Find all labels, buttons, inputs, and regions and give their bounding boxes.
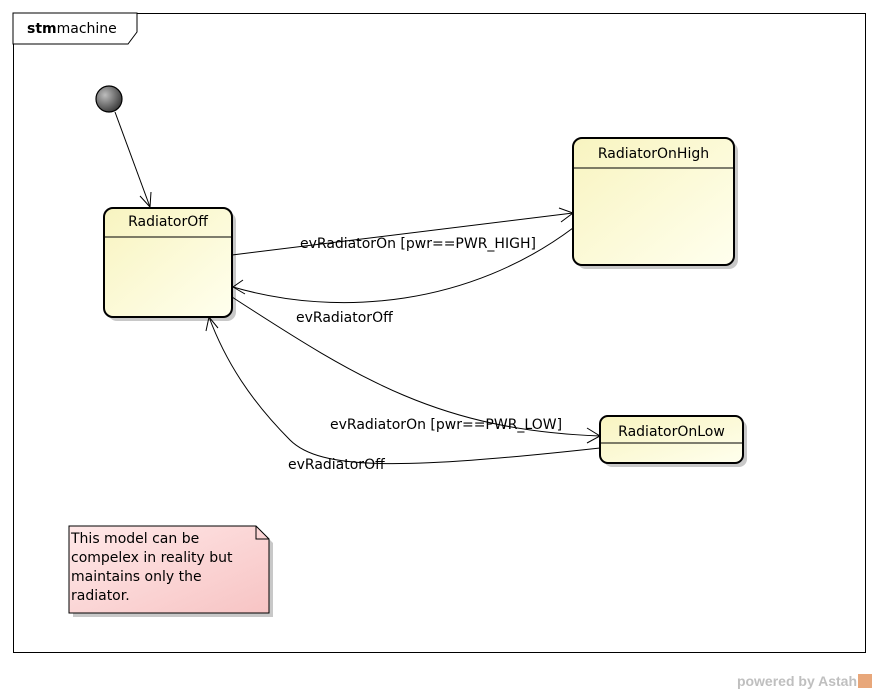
transition-label-off-to-high: evRadiatorOn [pwr==PWR_HIGH] bbox=[300, 236, 536, 252]
note-text: This model can be compelex in reality bu… bbox=[71, 530, 261, 606]
state-radiator-on-low[interactable] bbox=[599, 415, 744, 464]
transition-off-to-low-arrowhead bbox=[586, 427, 602, 444]
transition-off-to-high[interactable] bbox=[231, 212, 574, 256]
transition-off-to-low[interactable] bbox=[231, 296, 601, 437]
transition-label-low-to-off: evRadiatorOff bbox=[288, 457, 385, 473]
initial-transition[interactable] bbox=[114, 111, 151, 208]
note-line: radiator. bbox=[71, 588, 130, 604]
transition-high-to-off-arrowhead bbox=[232, 279, 246, 295]
frame-tab bbox=[12, 12, 138, 45]
note-line: This model can be bbox=[71, 531, 200, 547]
state-label-radiator-off: RadiatorOff bbox=[128, 214, 208, 230]
transition-off-to-high-arrowhead bbox=[558, 207, 575, 223]
transition-label-high-to-off: evRadiatorOff bbox=[296, 310, 393, 326]
state-radiator-on-high[interactable] bbox=[572, 137, 735, 266]
transition-high-to-off[interactable] bbox=[232, 227, 574, 304]
note-line: compelex in reality but bbox=[71, 550, 233, 566]
footer-text: powered by Astah bbox=[736, 673, 857, 689]
transition-label-off-to-low: evRadiatorOn [pwr==PWR_LOW] bbox=[330, 417, 563, 433]
astah-logo-icon bbox=[858, 674, 872, 688]
powered-by-footer: powered by Astah bbox=[737, 673, 872, 689]
state-radiator-off[interactable] bbox=[103, 207, 233, 318]
frame-kind: stm bbox=[27, 21, 57, 37]
state-label-radiator-on-low: RadiatorOnLow bbox=[618, 424, 725, 440]
frame-title: stmmachine bbox=[27, 21, 117, 37]
initial-state[interactable] bbox=[95, 85, 123, 113]
note[interactable] bbox=[68, 525, 270, 614]
transition-low-to-off-arrowhead bbox=[205, 315, 219, 332]
diagram-frame bbox=[13, 13, 866, 653]
frame-name: machine bbox=[56, 21, 117, 37]
transition-low-to-off[interactable] bbox=[208, 316, 601, 465]
state-label-radiator-on-high: RadiatorOnHigh bbox=[597, 146, 710, 162]
note-line: maintains only the bbox=[71, 569, 202, 585]
